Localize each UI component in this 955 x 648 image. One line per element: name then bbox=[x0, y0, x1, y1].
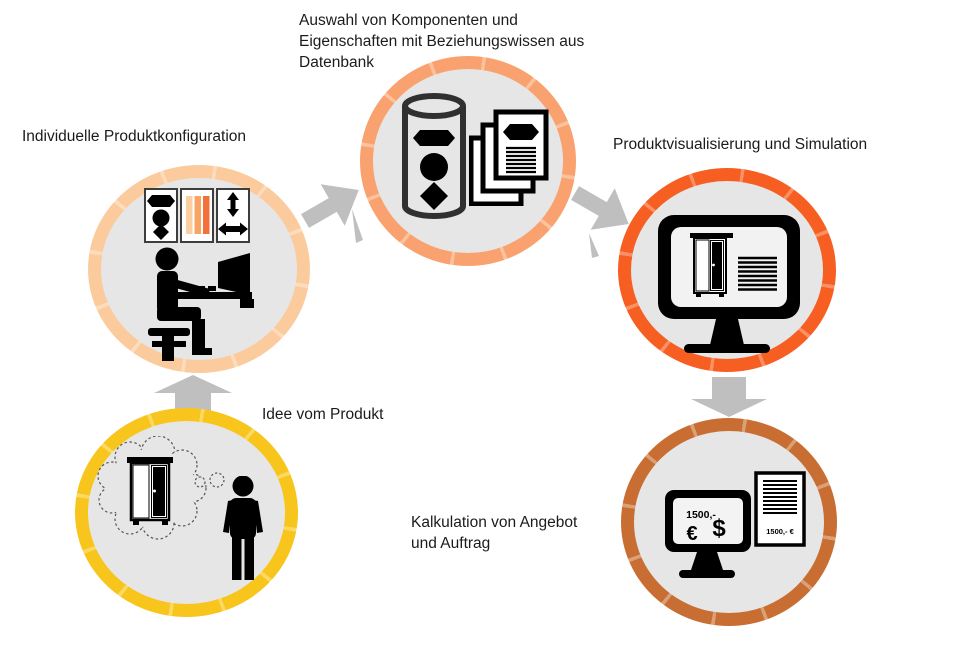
label-selection: Auswahl von Komponenten und Eigenschafte… bbox=[299, 12, 585, 71]
arrow-up-icon bbox=[154, 375, 232, 415]
thought-bubbles bbox=[194, 472, 225, 488]
arrow-up-right-fold-icon bbox=[352, 209, 363, 243]
label-configuration: Individuelle Produktkonfiguration bbox=[22, 128, 247, 145]
component-option-boxes-icon bbox=[144, 188, 250, 243]
monitor-wardrobe-icon bbox=[658, 215, 800, 353]
arrow-down-right-icon bbox=[571, 186, 629, 230]
euro-symbol: € bbox=[686, 523, 697, 545]
desk-monitor bbox=[218, 253, 250, 295]
arrow-up-right-icon bbox=[301, 184, 359, 228]
screen-amount-text: 1500,- bbox=[686, 509, 716, 521]
shapes-option-box bbox=[144, 188, 178, 243]
color-bars-option-box bbox=[180, 188, 214, 243]
stool bbox=[148, 328, 190, 336]
label-visualization: Produktvisualisierung und Simulation bbox=[613, 136, 868, 153]
person-at-computer-icon bbox=[148, 247, 254, 361]
invoice-document: 1500,- € bbox=[754, 471, 806, 547]
invoice-total-text: 1500,- € bbox=[766, 527, 794, 536]
calculation-monitor-invoice-icon: 1500,- € 1500,- € $ bbox=[665, 471, 806, 578]
dollar-symbol: $ bbox=[712, 515, 726, 542]
price-monitor: 1500,- € $ bbox=[665, 490, 751, 578]
wardrobe-in-cloud bbox=[127, 457, 173, 525]
label-calculation: Kalkulation von Angebot und Auftrag bbox=[411, 514, 578, 552]
database-icon bbox=[402, 93, 466, 219]
label-idea: Idee vom Produkt bbox=[262, 406, 384, 423]
documents-stack-icon bbox=[469, 109, 549, 206]
text-lines-on-screen bbox=[738, 256, 777, 291]
dimensions-option-box bbox=[216, 188, 250, 243]
arrow-down-icon bbox=[691, 377, 767, 417]
arrow-down-right-fold-icon bbox=[589, 233, 599, 258]
thought-cloud-wardrobe-icon bbox=[97, 436, 225, 540]
standing-person-icon bbox=[223, 476, 263, 580]
wardrobe-on-screen bbox=[690, 233, 733, 297]
